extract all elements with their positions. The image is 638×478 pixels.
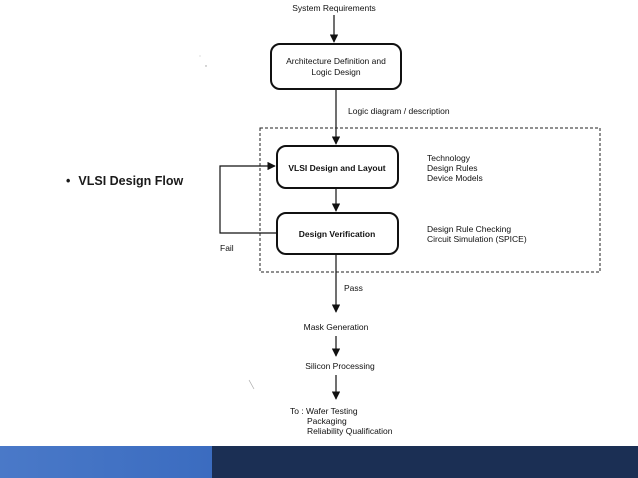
architecture-line-1: Architecture Definition and <box>286 56 386 66</box>
verify-note-1: Design Rule Checking <box>427 224 511 234</box>
bullet-text: VLSI Design Flow <box>78 174 184 188</box>
vlsi-layout-label: VLSI Design and Layout <box>288 163 385 173</box>
final-line-2: Packaging <box>307 416 347 426</box>
architecture-line-2: Logic Design <box>311 67 360 77</box>
silicon-processing-label: Silicon Processing <box>305 361 375 371</box>
tech-note-2: Design Rules <box>427 163 478 173</box>
design-enclosure <box>259 127 601 273</box>
scan-speck <box>205 65 207 67</box>
verify-note-2: Circuit Simulation (SPICE) <box>427 234 527 244</box>
fail-feedback-arrow <box>219 161 277 234</box>
fail-label: Fail <box>220 243 234 253</box>
bullet-dot: • <box>66 174 71 188</box>
scan-mark <box>248 379 255 390</box>
slide-bullet: • VLSI Design Flow <box>66 174 183 188</box>
tech-note-1: Technology <box>427 153 471 163</box>
verification-label: Design Verification <box>299 229 376 239</box>
footer-bar-left <box>0 446 212 478</box>
final-line-1: To : Wafer Testing <box>290 406 358 416</box>
vlsi-design-flow-diagram: System Requirements Architecture Definit… <box>199 3 601 436</box>
pass-label: Pass <box>344 283 363 293</box>
logic-diagram-label: Logic diagram / description <box>348 106 450 116</box>
scan-speck <box>199 55 201 57</box>
system-requirements-label: System Requirements <box>292 3 376 13</box>
final-line-3: Reliability Qualification <box>307 426 393 436</box>
tech-note-3: Device Models <box>427 173 483 183</box>
footer-bar-right <box>212 446 638 478</box>
mask-generation-label: Mask Generation <box>304 322 369 332</box>
vlsi-layout-box <box>276 145 399 189</box>
